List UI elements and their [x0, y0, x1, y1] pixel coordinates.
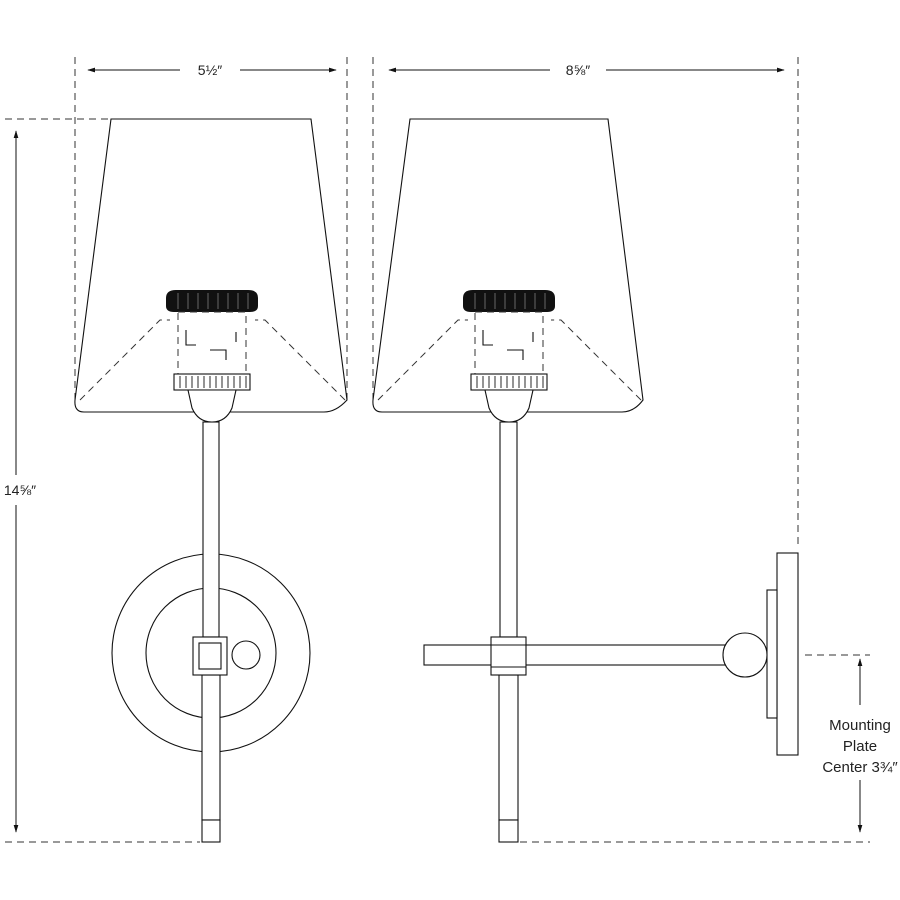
- front-arm-ball: [231, 640, 261, 670]
- mounting-center-dimension: Mounting Plate Center 3¾″: [822, 658, 898, 833]
- front-lower-tube: [201, 674, 221, 821]
- side-knuckle: [490, 636, 527, 676]
- depth-dimension-label: 8⅝″: [566, 62, 590, 78]
- extension-lines: [5, 57, 870, 843]
- front-finial: [201, 819, 221, 843]
- height-dimension-label: 14⅝″: [4, 482, 36, 498]
- side-arm-ball: [722, 632, 768, 678]
- width-dimension: 5½″: [87, 62, 337, 78]
- front-stem: [202, 421, 220, 638]
- side-backplate-mount: [766, 589, 778, 719]
- width-dimension-label: 5½″: [198, 62, 222, 78]
- side-backplate: [776, 552, 799, 756]
- depth-dimension: 8⅝″: [388, 62, 785, 78]
- mounting-note-line1: Mounting: [829, 717, 891, 734]
- side-arm: [423, 644, 727, 666]
- front-socket-neck: [187, 389, 237, 423]
- side-lower-tube: [498, 674, 519, 821]
- side-socket-body: [474, 311, 544, 375]
- mounting-note-line2: Plate: [843, 738, 877, 755]
- mounting-note-line3: Center 3¾″: [822, 759, 898, 776]
- front-view: [74, 118, 348, 843]
- front-shade: [74, 118, 348, 413]
- height-dimension: 14⅝″: [4, 130, 36, 833]
- side-socket-neck: [484, 389, 534, 423]
- side-view: [372, 118, 799, 843]
- side-stem: [499, 421, 518, 638]
- front-socket-body: [177, 311, 247, 375]
- side-finial: [498, 819, 519, 843]
- side-shade: [372, 118, 644, 413]
